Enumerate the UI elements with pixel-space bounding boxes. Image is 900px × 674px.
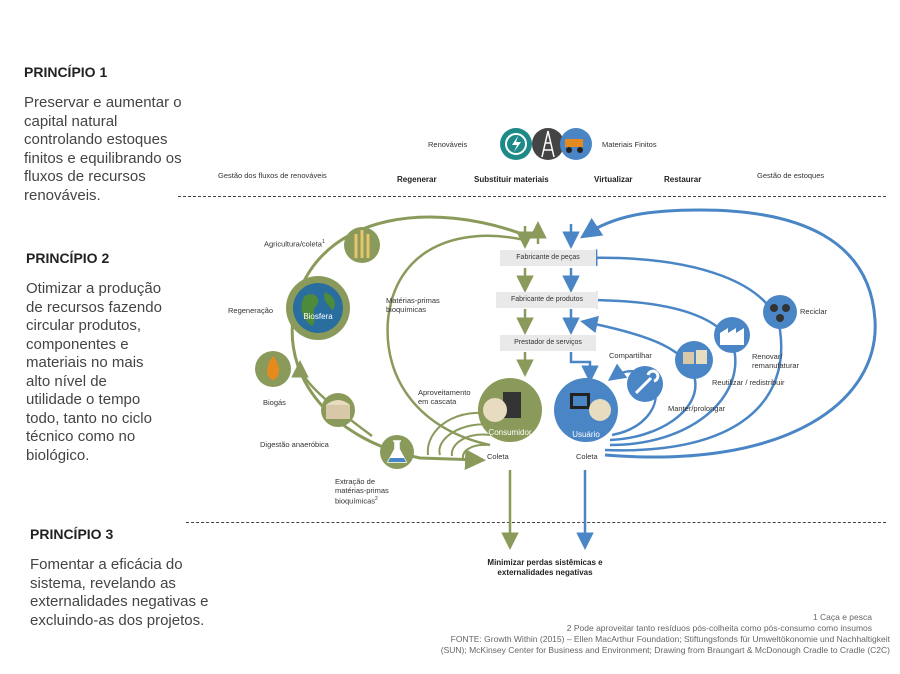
action-virtualize: Virtualizar bbox=[594, 175, 633, 184]
recycle-icon bbox=[763, 295, 797, 329]
collection-label-tech: Coleta bbox=[576, 452, 598, 461]
principle-3-text: Fomentar a eficácia do sistema, reveland… bbox=[30, 556, 209, 629]
renewable-flow-label: Gestão dos fluxos de renováveis bbox=[218, 171, 327, 180]
footnote-source: FONTE: Growth Within (2015) – Ellen MacA… bbox=[440, 634, 890, 655]
minimize-losses-label: Minimizar perdas sistêmicas e externalid… bbox=[487, 558, 603, 577]
principle-2-title: PRINCÍPIO 2 bbox=[26, 250, 110, 266]
biogas-label: Biogás bbox=[263, 398, 286, 407]
biochemical-feedstock-label: Matérias-primas bioquímicas bbox=[386, 296, 440, 314]
cascade-label: Aproveitamento em cascata bbox=[418, 388, 471, 406]
product-manufacturer-box: Fabricante de produtos bbox=[496, 292, 598, 308]
reuse-label: Reutilizar / redistribuir bbox=[712, 378, 785, 387]
anaerobic-digestion-label: Digestão anaeróbica bbox=[260, 440, 329, 449]
regeneration-label: Regeneração bbox=[228, 306, 274, 315]
finite-materials-label: Materiais Finitos bbox=[602, 140, 657, 149]
footnote-2: 2 Pode aproveitar tanto resíduos pós-col… bbox=[566, 623, 872, 633]
separator-1 bbox=[178, 196, 886, 197]
user-label: Usuário bbox=[572, 430, 600, 439]
principle-1-title: PRINCÍPIO 1 bbox=[24, 64, 108, 80]
action-regenerate: Regenerar bbox=[397, 175, 437, 184]
collection-label-bio: Coleta bbox=[487, 452, 509, 461]
parts-manufacturer-box: Fabricante de peças bbox=[500, 250, 596, 266]
action-substitute: Substituir materiais bbox=[474, 175, 549, 184]
refurbish-label: Renovar/ remanufaturar bbox=[752, 352, 800, 370]
share-label: Compartilhar bbox=[609, 351, 652, 360]
biosphere-label: Biosfera bbox=[303, 312, 333, 321]
separator-2 bbox=[186, 522, 886, 523]
principle-3-title: PRINCÍPIO 3 bbox=[30, 526, 114, 542]
agriculture-label: Agricultura/coleta1 bbox=[264, 239, 325, 249]
action-restore: Restaurar bbox=[664, 175, 702, 184]
service-provider-box: Prestador de serviços bbox=[500, 335, 596, 351]
maintain-label: Manter/prolongar bbox=[668, 404, 726, 413]
extraction-label: Extração de matérias-primas bioquímicas2 bbox=[335, 477, 389, 506]
principle-1-text: Preservar e aumentar o capital natural c… bbox=[24, 94, 182, 204]
footnote-1: 1 Caça e pesca bbox=[812, 612, 872, 622]
oil-rig-icon bbox=[532, 128, 564, 160]
stock-management-label: Gestão de estoques bbox=[757, 171, 825, 180]
consumer-label: Consumidor bbox=[488, 428, 532, 437]
renewables-label: Renováveis bbox=[428, 140, 468, 149]
principle-2-text: Otimizar a produção de recursos fazendo … bbox=[26, 280, 162, 464]
recycle-label: Reciclar bbox=[800, 307, 828, 316]
